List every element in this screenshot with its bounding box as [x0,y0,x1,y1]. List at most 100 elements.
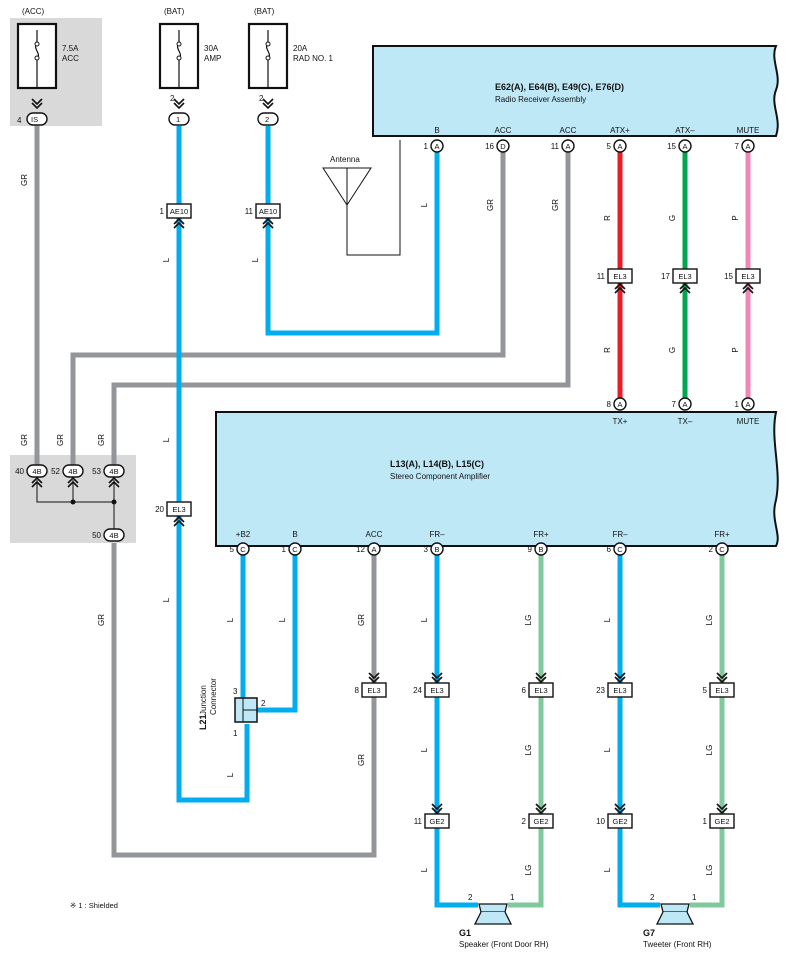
amp-bottom-pin-0-name: +B2 [236,530,251,539]
wire-label-12: GR [20,434,29,446]
wire-label-7: G [668,215,677,221]
amp-bottom-pin-4-num: 9 [528,545,533,554]
jb-pin-3-num: 50 [92,531,101,540]
amplifier-title: L13(A), L14(B), L15(C) [390,459,484,469]
wire-label-26: GR [357,754,366,766]
wire-label-27: L [420,747,429,752]
connector-ae10_1-label: AE10 [170,207,188,216]
connector-el3_8-num: 8 [355,686,360,695]
connector-ge2_10-num: 10 [596,817,605,826]
wire-label-11: P [731,347,740,352]
antenna-label: Antenna [330,155,360,164]
radio-pin-4-conn: A [682,142,687,151]
connector-ge2_10: GE2 10 [596,803,633,829]
wire-label-0: GR [20,174,29,186]
amp-bottom-pin-5-name: FR– [612,530,628,539]
amp-bottom-pin-4-name: FR+ [533,530,549,539]
g1-id: G1 [459,928,471,938]
speaker-g7: 2 1 G7 Tweeter (Front RH) [643,893,712,949]
amp-top-pin-1-name: TX– [678,417,693,426]
radio-pin-2-num: 11 [551,142,560,151]
radio-pin-1-num: 16 [485,142,494,151]
radio-pin-0-name: B [434,126,439,135]
amp-bottom-pin-0-num: 5 [230,545,235,554]
connector-el3_8-label: EL3 [367,686,380,695]
footnote: ※ 1 : Shielded [70,901,118,910]
wire-l-rad [265,126,440,336]
amp-bottom-pin-1-conn: C [292,545,298,554]
fuse-acc-rating: 7.5A [62,44,79,53]
wire-lg-fr2 [690,555,725,908]
radio-pin-2: A11 [551,139,575,153]
fuse-rad-source: (BAT) [254,7,275,16]
amp-bottom-pin-0: C5 [230,542,250,556]
wire-l-b [257,555,298,713]
amp-top-pin-0-num: 8 [607,400,612,409]
connector-el3_11-num: 11 [597,272,606,281]
wire-label-24: LG [705,615,714,626]
connector-ae10_2-num: 11 [245,207,254,216]
radio-pin-4-num: 15 [667,142,676,151]
radio-pin-5-num: 7 [735,142,740,151]
fuse-amp-pin: 2 [170,94,175,103]
wires [34,126,751,908]
connector-el3_11-label: EL3 [613,272,626,281]
radio-subtitle: Radio Receiver Assembly [495,95,586,104]
wire-label-28: LG [524,745,533,756]
g1-pin-l: 2 [468,893,473,902]
connector-el3_20-label: EL3 [172,505,185,514]
fuse-acc-conn: IS [31,115,38,124]
amp-bottom-pin-6: C2 [709,542,729,556]
wire-label-21: L [420,617,429,622]
connector-el3_15-num: 15 [724,272,733,281]
radio-pin-1-conn: D [500,142,506,151]
jb-pin-1-conn: 4B [68,467,77,476]
connector-ge2_2-label: GE2 [533,817,548,826]
fuse-acc-name: ACC [62,54,79,63]
amp-top-pin-1-num: 7 [672,400,677,409]
jb-pin-50: 4B 50 [92,528,125,542]
connector-el3_6-label: EL3 [534,686,547,695]
wire-label-32: LG [524,865,533,876]
amp-top-pin-2-name: MUTE [737,417,760,426]
amp-bottom-pin-4-conn: B [538,545,543,554]
jc-pin-2: 2 [261,699,266,708]
wire-label-20: GR [357,614,366,626]
radio-pin-1: D 16 [485,139,510,153]
wire-l-amp-fuse [176,126,250,803]
radio-pin-0-conn: A [434,142,439,151]
jc-name: Junction [199,685,208,715]
wire-label-17: GR [97,614,106,626]
connector-ge2_1-num: 1 [703,817,708,826]
connector-el3_15-label: EL3 [741,272,754,281]
connector-ge2_10-label: GE2 [612,817,627,826]
wire-label-16: L [162,597,171,602]
fuse-acc-pin: 4 [17,116,22,125]
junction-connector-l21: 3 2 1 L21 Junction Connector [198,678,266,738]
radio-pin-0: A1 [424,139,444,153]
amp-top-pin-0: A8 [607,397,627,411]
wire-label-10: G [668,347,677,353]
radio-pin-4-name: ATX– [675,126,695,135]
connector-el3_17-label: EL3 [678,272,691,281]
jb-pin-3-conn: 4B [109,531,118,540]
radio-pin-5-name: MUTE [737,126,760,135]
amp-top-pin-0-conn: A [617,400,622,409]
fuse-amp-source: (BAT) [164,7,185,16]
connector-el3_23-num: 23 [596,686,605,695]
connector-ge2_11-num: 11 [414,817,423,826]
g1-pin-r: 1 [510,893,515,902]
